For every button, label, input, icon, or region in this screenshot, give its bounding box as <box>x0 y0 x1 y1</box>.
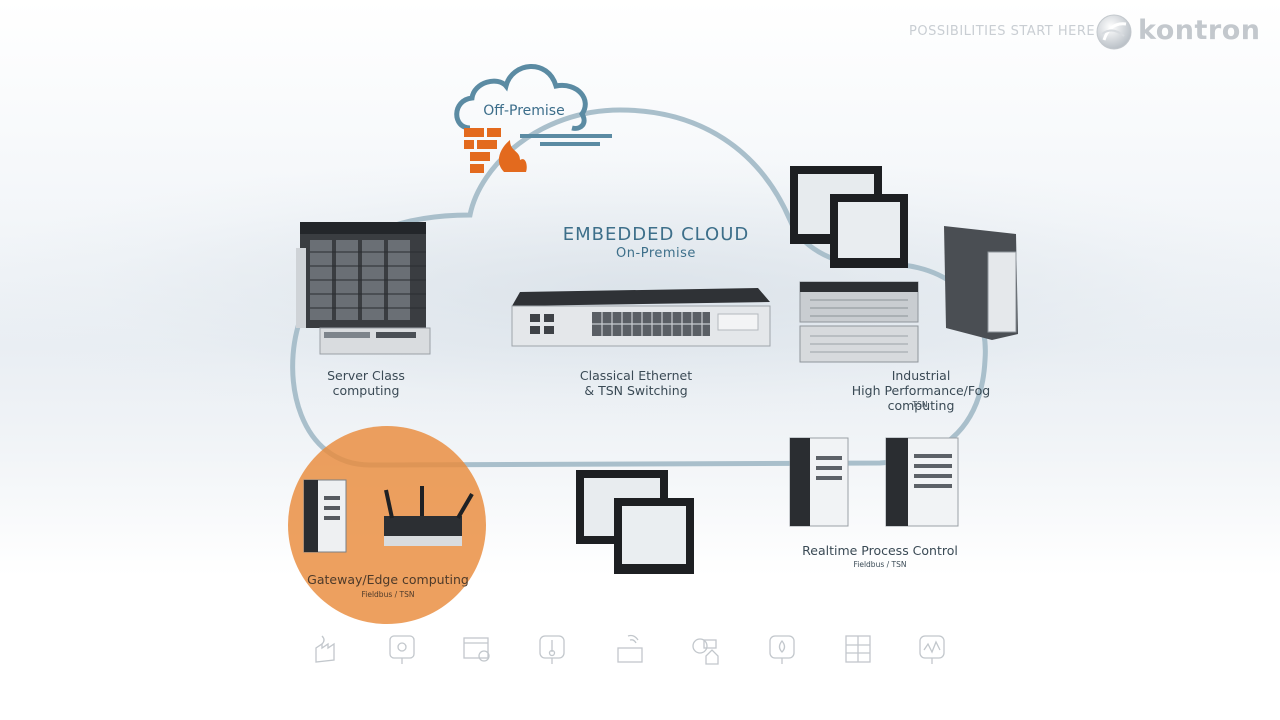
smart-device-icon <box>389 635 415 664</box>
realtime-sub-label: Fieldbus / TSN <box>853 560 907 569</box>
thermometer-monitor-icon <box>539 635 565 664</box>
server-class-label: Server Class computing <box>296 368 436 398</box>
signal-monitor-icon <box>919 635 945 664</box>
factory-icon <box>315 635 335 663</box>
kontron-logo-mark-icon <box>1096 14 1132 50</box>
application-icon-bar <box>315 634 945 665</box>
gateway-sub-label: Fieldbus / TSN <box>361 590 415 599</box>
embedded-cloud-title: EMBEDDED CLOUD <box>562 224 750 245</box>
gateway-label: Gateway/Edge computing <box>307 572 469 587</box>
industrial-label: Industrial High Performance/Fog computin… <box>818 368 1024 413</box>
water-drop-monitor-icon <box>769 635 795 664</box>
browser-settings-icon <box>463 637 490 662</box>
switching-line1: Classical Ethernet <box>579 368 693 383</box>
server-rack-image <box>296 222 431 355</box>
off-premise-label: Off-Premise <box>483 103 565 119</box>
kontron-logo-text: kontron <box>1138 15 1261 46</box>
ethernet-switch-image <box>511 288 771 347</box>
kontron-logo: kontron <box>1096 14 1266 50</box>
industrial-sub-label: TSN <box>912 400 928 409</box>
off-premise-cloud <box>454 64 588 131</box>
industrial-line2: High Performance/Fog computing <box>851 383 991 413</box>
server-class-line2: computing <box>332 383 400 398</box>
switching-line2: & TSN Switching <box>584 383 688 398</box>
industrial-line1: Industrial <box>891 368 951 383</box>
brand-tagline: POSSIBILITIES START HERE <box>909 24 1096 39</box>
server-home-icon <box>692 638 719 665</box>
realtime-process-control-image <box>789 437 959 527</box>
firewall-icon <box>464 128 527 173</box>
wireless-tank-icon <box>617 634 643 663</box>
embedded-cloud-subtitle: On-Premise <box>616 246 696 261</box>
battery-grid-icon <box>845 635 871 663</box>
panel-pc-image <box>576 470 694 574</box>
industrial-computing-image <box>790 166 1018 363</box>
switching-label: Classical Ethernet & TSN Switching <box>556 368 716 398</box>
realtime-label: Realtime Process Control <box>802 543 958 558</box>
gateway-devices-image <box>303 479 474 553</box>
server-class-line1: Server Class <box>327 368 405 383</box>
